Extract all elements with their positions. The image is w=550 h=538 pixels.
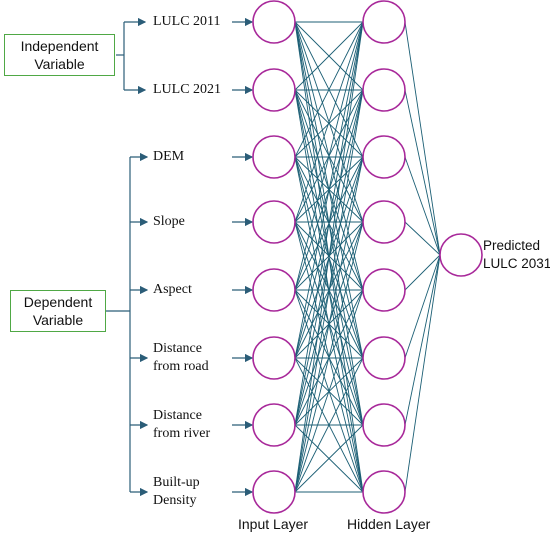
connection-hidden7-output xyxy=(404,254,441,426)
connection-input2-hidden1 xyxy=(294,21,364,91)
output-node xyxy=(439,233,483,277)
connection-input3-hidden1 xyxy=(294,21,364,158)
connection-hidden5-output xyxy=(404,254,441,291)
independent-variable-label: Independent Variable xyxy=(20,38,99,72)
hidden-node-8 xyxy=(362,470,406,514)
input-layer-label: Input Layer xyxy=(238,516,309,532)
input-label-7: Distance from river xyxy=(153,408,211,441)
dependent-variable-label: Dependent Variable xyxy=(23,294,93,328)
connection-hidden8-output xyxy=(404,254,441,493)
hidden-node-7 xyxy=(362,403,406,447)
input-label-8: Built-up Density xyxy=(153,475,200,508)
connection-input4-hidden1 xyxy=(294,21,364,223)
connection-input5-hidden1 xyxy=(294,21,364,291)
connection-input8-hidden4 xyxy=(294,221,364,493)
independent-variable-box: Independent Variable xyxy=(4,34,115,76)
hidden-node-2 xyxy=(362,68,406,112)
hidden-layer-label: Hidden Layer xyxy=(347,516,431,532)
input-node-4 xyxy=(252,200,296,244)
input-node-6 xyxy=(252,336,296,380)
hidden-node-4 xyxy=(362,200,406,244)
hidden-node-3 xyxy=(362,135,406,179)
input-label-6: Distance from road xyxy=(153,341,209,374)
input-node-7 xyxy=(252,403,296,447)
connection-hidden6-output xyxy=(404,254,441,359)
connection-input8-hidden3 xyxy=(294,156,364,493)
connection-input7-hidden1 xyxy=(294,21,364,426)
input-node-8 xyxy=(252,470,296,514)
connection-input8-hidden6 xyxy=(294,357,364,493)
hidden-node-1 xyxy=(362,0,406,44)
output-label: Predicted LULC 2031 xyxy=(483,238,550,271)
connection-input8-hidden5 xyxy=(294,289,364,493)
dependent-variable-box: Dependent Variable xyxy=(10,290,106,332)
connection-input8-hidden7 xyxy=(294,424,364,493)
input-label-4: Slope xyxy=(153,214,185,229)
connection-input8-hidden2 xyxy=(294,89,364,493)
input-node-5 xyxy=(252,268,296,312)
connection-hidden1-output xyxy=(404,21,441,256)
connection-hidden3-output xyxy=(404,156,441,256)
input-label-1: LULC 2011 xyxy=(153,14,221,29)
input-label-5: Aspect xyxy=(153,282,192,297)
connection-hidden2-output xyxy=(404,89,441,256)
connection-input8-hidden1 xyxy=(294,21,364,493)
hidden-node-6 xyxy=(362,336,406,380)
input-label-2: LULC 2021 xyxy=(153,82,222,97)
input-node-1 xyxy=(252,0,296,44)
input-node-2 xyxy=(252,68,296,112)
connection-input6-hidden1 xyxy=(294,21,364,359)
hidden-node-5 xyxy=(362,268,406,312)
input-node-3 xyxy=(252,135,296,179)
connection-hidden4-output xyxy=(404,221,441,256)
input-label-3: DEM xyxy=(153,149,185,164)
